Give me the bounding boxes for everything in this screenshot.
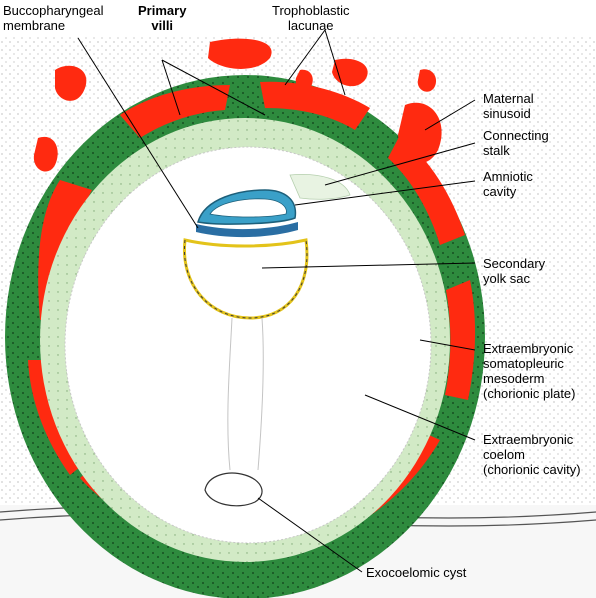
embryonic-disc — [196, 222, 298, 238]
leader-lines — [77, 29, 476, 573]
label-exocoelomic-cyst: Exocoelomic cyst — [366, 565, 467, 580]
maternal-sinusoids — [33, 38, 442, 172]
connecting-stalk-shape — [289, 174, 351, 200]
cavity-strands — [227, 317, 264, 471]
secondary-yolk-sac-shape — [182, 238, 309, 320]
chorionic-cavity — [64, 146, 432, 544]
amniotic-cavity-shape — [209, 198, 287, 218]
exocoelomic-cyst-shape — [204, 472, 263, 507]
